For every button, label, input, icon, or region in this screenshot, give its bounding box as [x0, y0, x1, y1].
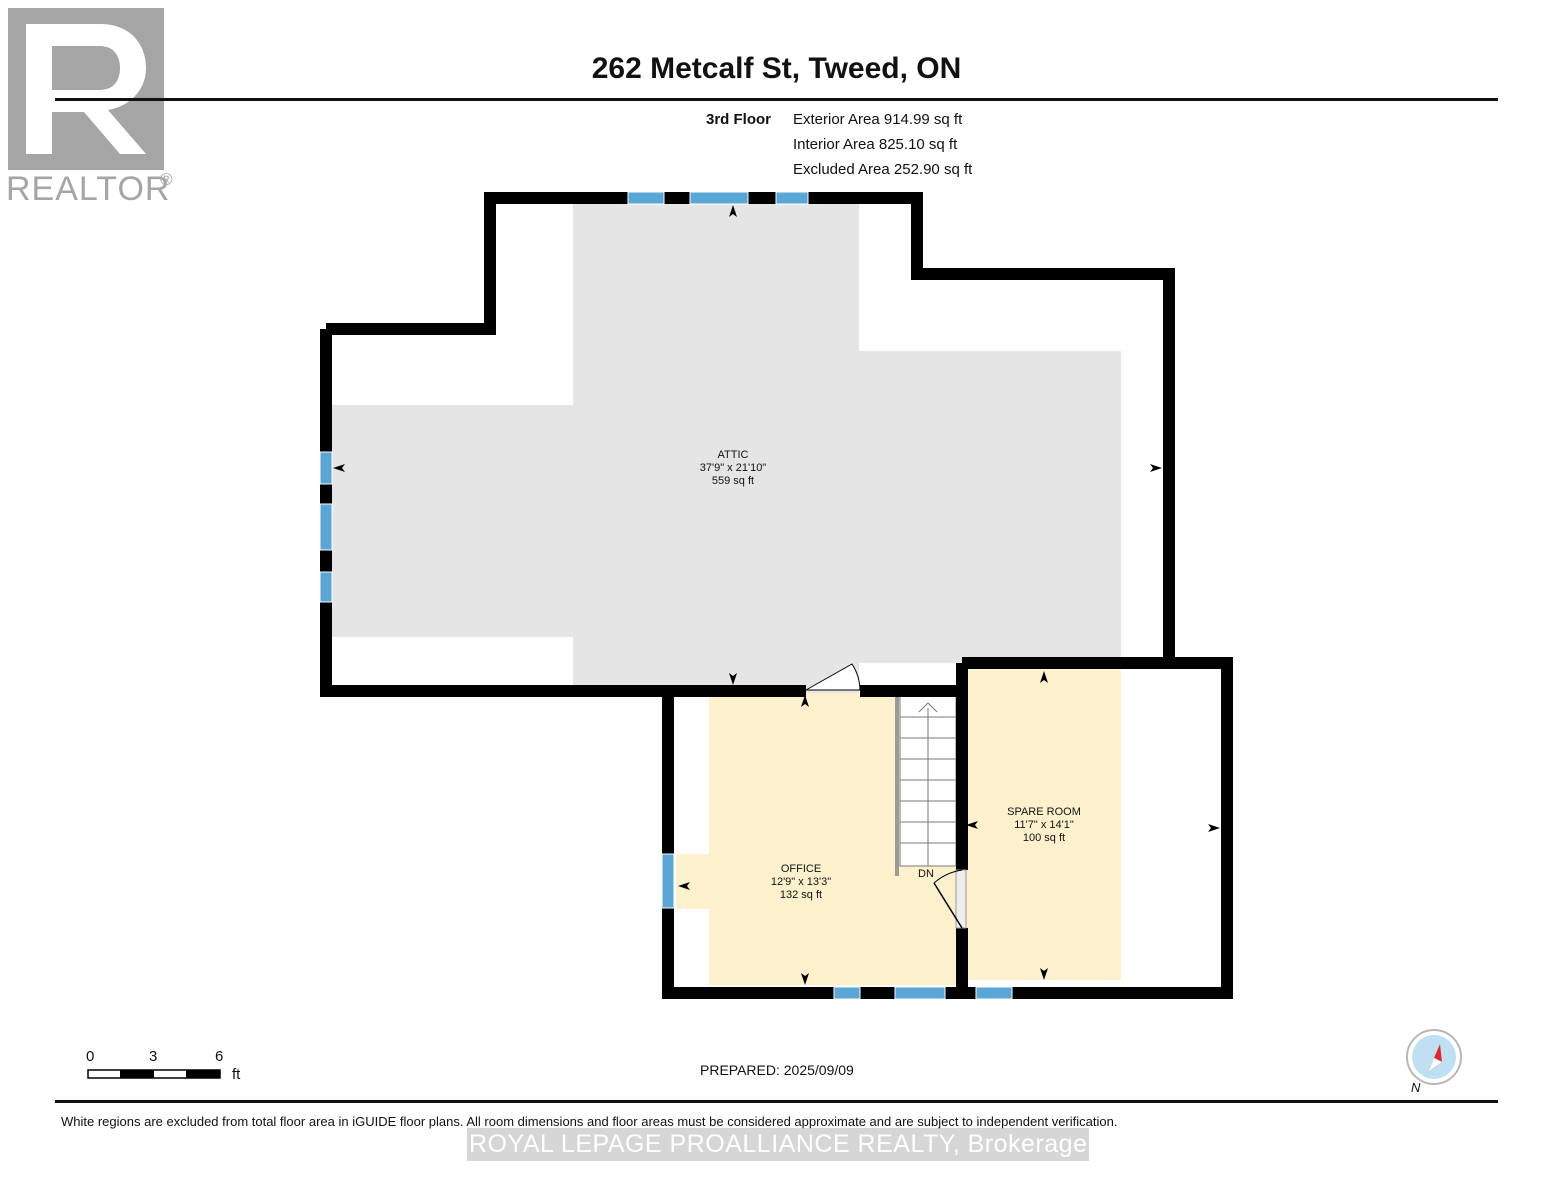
registered-mark: ® [160, 170, 173, 189]
attic-door [804, 663, 861, 691]
page-title: 262 Metcalf St, Tweed, ON [591, 52, 962, 85]
exterior-area: Exterior Area 914.99 sq ft [793, 111, 963, 128]
compass-north-label: N [1411, 1080, 1421, 1095]
floor-label: 3rd Floor [706, 111, 772, 128]
compass-icon [1406, 1029, 1462, 1085]
direction-marker [1150, 464, 1162, 472]
stair-door [933, 869, 967, 929]
scale-tick-label: 6 [215, 1048, 224, 1065]
realtor-logo-icon [8, 8, 164, 170]
footer-rule [55, 1100, 1498, 1103]
windows [319, 191, 1013, 1000]
room-label-office: OFFICE 12'9" x 13'3" 132 sq ft [751, 863, 851, 902]
room-area: 559 sq ft [711, 475, 755, 487]
window [661, 853, 675, 909]
direction-marker [1208, 824, 1220, 832]
direction-markers [333, 205, 1220, 985]
header-rule [55, 98, 1498, 101]
direction-marker [1040, 968, 1048, 980]
window [627, 191, 665, 205]
window [775, 191, 809, 205]
excluded-area: Excluded Area 252.90 sq ft [793, 161, 973, 178]
direction-marker [729, 673, 737, 685]
room-area: 132 sq ft [779, 889, 823, 901]
window [975, 986, 1013, 1000]
direction-marker [801, 973, 809, 985]
window [319, 571, 333, 603]
brokerage-watermark: ROYAL LEPAGE PROALLIANCE REALTY, Brokera… [467, 1128, 1090, 1161]
scale-unit: ft [232, 1066, 241, 1083]
prepared-date: PREPARED: 2025/09/09 [700, 1062, 854, 1078]
scale-tick-label: 3 [149, 1048, 158, 1065]
direction-marker [678, 882, 690, 890]
window [894, 986, 946, 1000]
direction-marker [333, 464, 345, 472]
stairs-down-label: DN [918, 868, 934, 880]
room-dimensions: 11'7" x 14'1" [1014, 819, 1074, 831]
room-label-attic: ATTIC 37'9" x 21'10" 559 sq ft [683, 449, 783, 488]
room-area: 100 sq ft [1022, 832, 1066, 844]
attic-fill-right [859, 351, 1121, 663]
stair-rail [895, 694, 899, 876]
window [833, 986, 861, 1000]
attic-fill-core [573, 203, 859, 693]
room-dimensions: 37'9" x 21'10" [699, 462, 767, 474]
direction-marker [729, 205, 737, 217]
disclaimer-text: White regions are excluded from total fl… [61, 1114, 1118, 1129]
spare-room-fill [966, 669, 1121, 980]
direction-marker [801, 695, 809, 707]
window [689, 191, 749, 205]
room-name: SPARE ROOM [1007, 806, 1081, 818]
window [319, 503, 333, 551]
scale-bar [87, 1069, 221, 1079]
window [319, 451, 333, 485]
scale-tick-label: 0 [86, 1048, 95, 1065]
room-label-spare-room: SPARE ROOM 11'7" x 14'1" 100 sq ft [994, 806, 1094, 845]
realtor-logo-text: REALTOR [6, 170, 171, 208]
room-dimensions: 12'9" x 13'3" [770, 876, 832, 888]
direction-marker [1040, 671, 1048, 683]
office-fill-nook [676, 854, 709, 909]
attic-fill-left [332, 405, 573, 637]
staircase [899, 695, 957, 867]
room-name: OFFICE [780, 863, 822, 875]
interior-area: Interior Area 825.10 sq ft [793, 136, 958, 153]
room-name: ATTIC [717, 449, 749, 461]
direction-marker [966, 821, 978, 829]
